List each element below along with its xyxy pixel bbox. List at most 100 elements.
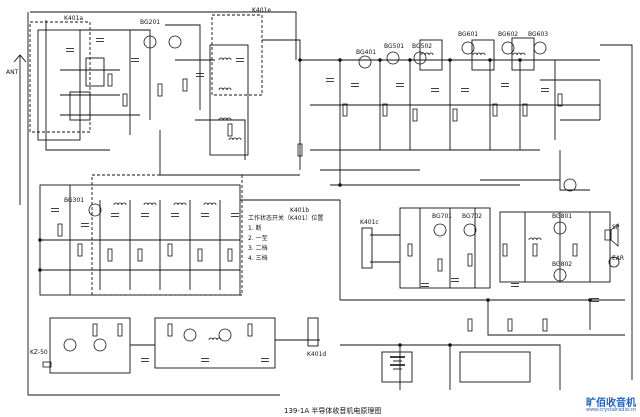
transistor-symbol — [168, 35, 182, 49]
resistor-symbol — [382, 103, 388, 117]
coil-symbol — [532, 237, 538, 241]
coil-symbol — [211, 202, 217, 206]
transistor-bg801-label: BG801 — [552, 213, 573, 220]
wire-junction-dot — [338, 58, 342, 62]
if-can-3 — [511, 37, 535, 71]
resistor-symbol — [437, 258, 443, 272]
coil-symbol — [203, 202, 209, 206]
coil-symbol — [222, 57, 228, 61]
rf-coil-block — [37, 29, 81, 141]
transistor-symbol — [463, 223, 477, 237]
transistor-bg702-label: BG702 — [462, 213, 483, 220]
coil-symbol — [528, 237, 534, 241]
coil-symbol — [428, 52, 434, 56]
wire-junction-dot — [338, 183, 342, 187]
switch-position-legend: 工作状态开关（K401）位置 1. 断 2. 一至 3. 二档 4. 三档 — [248, 214, 330, 264]
legend-item: 4. 三档 — [248, 255, 268, 262]
resistor-symbol — [522, 103, 528, 117]
transistor-bg603-label: BG603 — [528, 31, 549, 38]
transistor-symbol — [433, 223, 447, 237]
crystal-kz50-label: KZ-50 — [30, 349, 48, 356]
coil-symbol — [520, 52, 526, 56]
transistor-bg301-label: BG301 — [64, 197, 85, 204]
earphone-jack-symbol — [608, 256, 620, 268]
coil-symbol — [181, 202, 187, 206]
resistor-symbol — [452, 108, 458, 122]
switch-k401a-label: K401a — [64, 15, 84, 22]
resistor-symbol — [167, 323, 173, 337]
coil-symbol — [420, 52, 426, 56]
resistor-symbol — [77, 243, 83, 257]
if-can-1 — [419, 39, 443, 71]
resistor-symbol — [297, 143, 303, 157]
speaker-cone — [610, 223, 619, 247]
coil-symbol — [236, 137, 242, 141]
k401d-block — [307, 317, 319, 347]
transistor-symbol — [93, 338, 107, 352]
legend-item: 2. 一至 — [248, 235, 268, 242]
transistor-bg201-label: BG201 — [140, 19, 161, 26]
crystal-symbol — [42, 361, 52, 368]
switch-k401c-label: K401c — [360, 219, 379, 226]
resistor-symbol — [107, 73, 113, 87]
wire-junction-dot — [408, 58, 412, 62]
wire-junction-dot — [448, 58, 452, 62]
coil-symbol — [228, 137, 234, 141]
transistor-symbol — [553, 221, 567, 235]
coil-symbol — [226, 87, 232, 91]
resistor-symbol — [572, 243, 578, 257]
coil-symbol — [424, 52, 430, 56]
coil-symbol — [226, 117, 232, 121]
wire-junction-dot — [298, 58, 302, 62]
battery-block — [381, 351, 413, 383]
resistor-symbol — [247, 323, 253, 337]
coil-symbol — [207, 202, 213, 206]
coil-symbol — [218, 87, 224, 91]
resistor-symbol — [107, 248, 113, 262]
transistor-symbol — [386, 51, 400, 65]
switch-k401e-label: K401e — [252, 7, 272, 14]
resistor-symbol — [197, 248, 203, 262]
switch-k401b-label: K401b — [290, 207, 310, 214]
transistor-symbol — [563, 178, 577, 192]
transistor-symbol — [533, 41, 547, 55]
transistor-symbol — [501, 41, 515, 55]
transistor-symbol — [88, 203, 102, 217]
coil-symbol — [121, 202, 127, 206]
k401a-switch-block — [85, 57, 105, 87]
coil-symbol — [472, 52, 478, 56]
watermark-text: 旷佰收音机 — [586, 398, 636, 409]
audio-output-block — [499, 211, 611, 283]
diagram-caption: 139-1A 半导体收音机电原理图 — [284, 407, 382, 415]
wire-junction-dot — [486, 298, 490, 302]
coil-symbol — [226, 57, 232, 61]
coil-symbol — [232, 137, 238, 141]
coil-symbol — [476, 52, 482, 56]
resistor-symbol — [167, 243, 173, 257]
transistor-symbol — [358, 55, 372, 69]
resistor-symbol — [157, 83, 163, 97]
coil-symbol — [113, 202, 119, 206]
k401c-block — [361, 227, 373, 269]
band-switch-outline — [91, 174, 243, 296]
resistor-symbol — [412, 108, 418, 122]
wire-junction-dot — [38, 268, 42, 272]
legend-item: 1. 断 — [248, 225, 262, 232]
legend-title: 工作状态开关（K401）位置 — [248, 215, 324, 222]
if-transformer-block — [209, 44, 249, 156]
resistor-symbol — [502, 243, 508, 257]
coil-symbol — [512, 52, 518, 56]
transistor-bg701-label: BG701 — [432, 213, 453, 220]
power-switch-block — [459, 351, 531, 383]
coil-symbol — [536, 237, 542, 241]
coil-symbol — [218, 57, 224, 61]
antenna-label: ANT — [6, 69, 19, 76]
transistor-symbol — [413, 51, 427, 65]
coil-symbol — [147, 202, 153, 206]
wire-junction-dot — [38, 238, 42, 242]
transistor-symbol — [183, 328, 197, 342]
resistor-symbol — [507, 318, 513, 332]
left-rail-wire — [27, 12, 280, 396]
